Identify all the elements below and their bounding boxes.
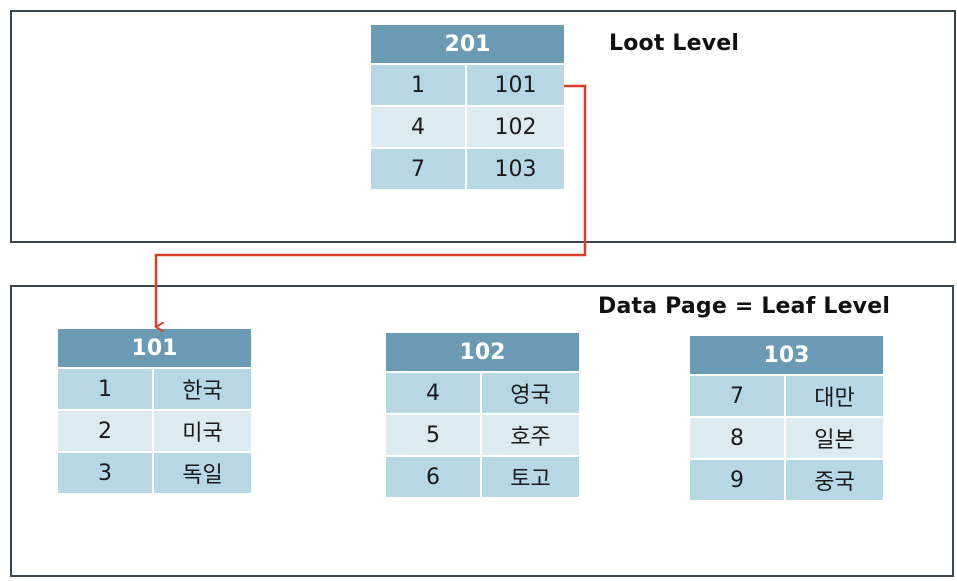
value-cell: 호주 xyxy=(510,425,551,450)
root-level-label: Loot Level xyxy=(609,31,740,56)
page-header: 102 xyxy=(386,333,579,373)
leaf-page-103: 103 7 대만 8 일본 9 중국 xyxy=(690,336,883,500)
page-header: 101 xyxy=(58,329,251,369)
leaf-level-label: Data Page = Leaf Level xyxy=(598,294,891,319)
value-cell: 한국 xyxy=(182,379,223,404)
value-cell: 미국 xyxy=(182,421,223,446)
key-cell: 1 xyxy=(58,369,154,409)
table-row: 3 독일 xyxy=(58,453,251,493)
key-cell: 4 xyxy=(386,373,482,413)
table-row: 2 미국 xyxy=(58,411,251,453)
root-page-201: 201 1 101 4 102 7 103 xyxy=(371,25,564,189)
table-row: 9 중국 xyxy=(690,460,883,500)
page-header: 201 xyxy=(371,25,564,65)
table-row: 4 영국 xyxy=(386,373,579,415)
value-cell: 일본 xyxy=(814,428,855,453)
key-cell: 8 xyxy=(690,418,786,458)
key-cell: 9 xyxy=(690,460,786,500)
key-cell: 6 xyxy=(386,457,482,497)
key-cell: 2 xyxy=(58,411,154,451)
value-cell: 중국 xyxy=(814,470,855,495)
pointer-cell: 101 xyxy=(494,72,537,98)
table-row: 7 대만 xyxy=(690,376,883,418)
leaf-page-102: 102 4 영국 5 호주 6 토고 xyxy=(386,333,579,497)
page-header: 103 xyxy=(690,336,883,376)
table-row: 4 102 xyxy=(371,107,564,149)
pointer-cell: 103 xyxy=(494,156,537,182)
key-cell: 7 xyxy=(690,376,786,416)
table-row: 6 토고 xyxy=(386,457,579,497)
table-row: 1 한국 xyxy=(58,369,251,411)
table-row: 5 호주 xyxy=(386,415,579,457)
key-cell: 1 xyxy=(371,65,467,105)
table-row: 8 일본 xyxy=(690,418,883,460)
key-cell: 7 xyxy=(371,149,467,189)
key-cell: 3 xyxy=(58,453,154,493)
leaf-page-101: 101 1 한국 2 미국 3 독일 xyxy=(58,329,251,493)
key-cell: 5 xyxy=(386,415,482,455)
value-cell: 토고 xyxy=(510,467,551,492)
table-row: 7 103 xyxy=(371,149,564,189)
value-cell: 대만 xyxy=(814,386,855,411)
key-cell: 4 xyxy=(371,107,467,147)
table-row: 1 101 xyxy=(371,65,564,107)
pointer-cell: 102 xyxy=(494,114,537,140)
value-cell: 독일 xyxy=(182,463,223,488)
value-cell: 영국 xyxy=(510,383,551,408)
